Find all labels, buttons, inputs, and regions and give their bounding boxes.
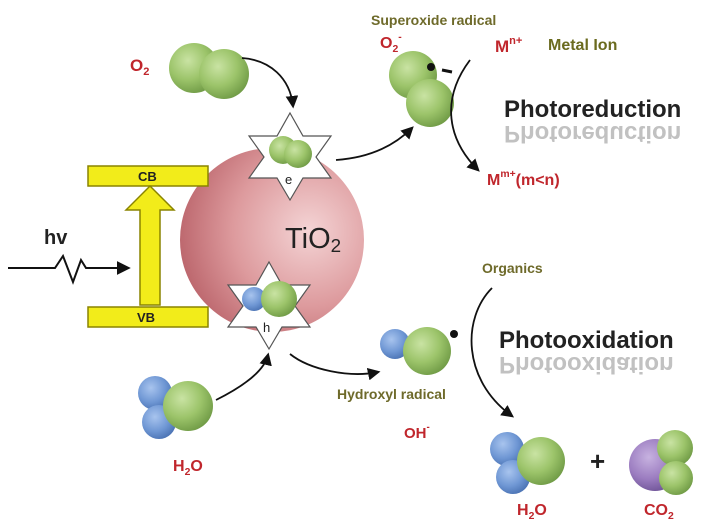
water-on-star-h bbox=[242, 287, 266, 311]
product-co2-o-atom bbox=[657, 430, 693, 466]
arrow-organics-oxidation bbox=[470, 287, 515, 418]
superoxide-charge bbox=[441, 68, 453, 74]
arrow-metal-reduction bbox=[450, 59, 480, 172]
hv-wave bbox=[8, 253, 131, 285]
arrow-o2-to-star bbox=[241, 57, 299, 109]
cb-bar bbox=[87, 165, 209, 187]
superoxide-atom bbox=[406, 79, 454, 127]
hv-label: hv bbox=[44, 227, 68, 249]
excitation-arrow bbox=[124, 184, 176, 306]
product-water-h-atom bbox=[490, 432, 524, 466]
superoxide-dot bbox=[427, 63, 435, 71]
water-product-label: H2O bbox=[517, 502, 547, 522]
oh-formula: OH- bbox=[404, 422, 430, 442]
photooxidation-label: Photooxidation bbox=[499, 327, 674, 354]
hydroxyl-dot bbox=[450, 330, 458, 338]
arrow-star-to-hydroxyl bbox=[289, 353, 381, 381]
hydroxyl-h-atom bbox=[380, 329, 410, 359]
plus-sign: + bbox=[590, 446, 606, 476]
photoreduction-label: Photoreduction bbox=[504, 96, 682, 123]
vb-bar bbox=[87, 306, 209, 328]
cb-label: CB bbox=[138, 169, 157, 184]
reduced-metal-formula: Mm+(m<n) bbox=[487, 169, 560, 189]
metal-ion-label: Metal Ion bbox=[548, 37, 618, 54]
superoxide-label: Superoxide radical bbox=[371, 12, 497, 28]
o2-label: O2 bbox=[130, 56, 150, 78]
water-o-atom bbox=[163, 381, 213, 431]
vb-label: VB bbox=[137, 310, 156, 325]
electron-label: e bbox=[285, 172, 293, 187]
superoxide-formula: O2- bbox=[380, 32, 402, 55]
hole-label: h bbox=[263, 320, 271, 335]
o2-on-star-atom bbox=[284, 140, 312, 168]
hydroxyl-label: Hydroxyl radical bbox=[337, 386, 446, 402]
product-co2-o-atom bbox=[659, 461, 693, 495]
arrow-star-to-superoxide bbox=[335, 126, 414, 161]
photooxidation-reflection: Photooxidation bbox=[499, 351, 674, 378]
water-on-star-o bbox=[261, 281, 297, 317]
product-water-o-atom bbox=[517, 437, 565, 485]
tio2-label: TiO2 bbox=[285, 223, 342, 256]
organics-label: Organics bbox=[482, 260, 543, 276]
co2-product-label: CO2 bbox=[644, 502, 674, 522]
arrow-water-to-star bbox=[215, 352, 272, 401]
water-left-label: H2O bbox=[173, 458, 203, 478]
o2-molecule-atom bbox=[199, 49, 249, 99]
photoreduction-reflection: Photoreduction bbox=[504, 120, 682, 147]
tio2-sphere bbox=[180, 148, 364, 332]
hydroxyl-o-atom bbox=[403, 327, 451, 375]
metal-ion-formula: Mn+ bbox=[495, 35, 523, 56]
